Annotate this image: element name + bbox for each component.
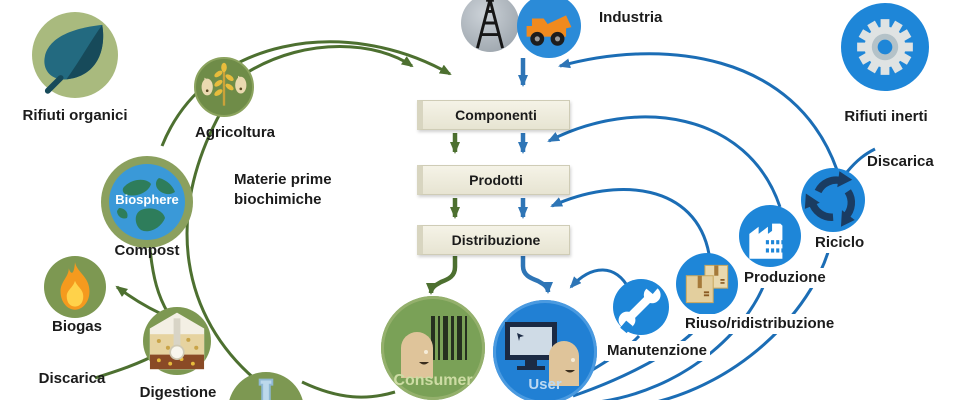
biosphere-node-label: Biosphere: [115, 192, 179, 207]
flask-icon: [258, 378, 274, 400]
distribuzione-box-label: Distribuzione: [451, 232, 541, 248]
industry-label: Industria: [599, 9, 663, 26]
derrick-node: [461, 0, 519, 52]
green-flow-arrows: [426, 133, 460, 295]
earth-icon: [109, 164, 185, 240]
blue-flow-arrows: [518, 58, 553, 294]
inert-waste-label: Rifiuti inerti: [844, 108, 928, 125]
prodotti-box-label: Prodotti: [469, 172, 523, 188]
landfill-right-label: Discarica: [867, 153, 934, 170]
biochemical-feedstock-line1: Materie prime: [234, 171, 332, 188]
biogas-node: [44, 256, 106, 318]
prodotti-box: Prodotti: [417, 165, 570, 195]
factory-icon: [749, 223, 785, 259]
user-node: User: [493, 300, 597, 400]
biochemical-feedstock-line2: biochimiche: [234, 191, 322, 208]
componenti-box-label: Componenti: [455, 107, 537, 123]
recycle-icon: [804, 171, 855, 227]
boxes-icon: [685, 264, 729, 304]
inert-waste-node: [841, 3, 929, 91]
maintenance-node: [613, 279, 669, 335]
production-label: Produzione: [741, 268, 829, 288]
consumer-icon: [401, 316, 467, 378]
compost-label: Compost: [114, 242, 180, 259]
organic-waste-label: Rifiuti organici: [22, 107, 128, 124]
extraction-node: [228, 372, 304, 400]
distribuzione-box: Distribuzione: [417, 225, 570, 255]
derrick-icon: [476, 0, 504, 49]
biosphere-node: Biosphere: [101, 156, 193, 248]
user-node-label: User: [528, 376, 562, 393]
maintenance-label: Manutenzione: [604, 341, 710, 361]
wrench-icon: [618, 281, 661, 334]
agriculture-icon: [201, 62, 247, 106]
digestion-node: [143, 307, 211, 375]
gear-icon: [857, 19, 913, 75]
leaf-icon: [44, 24, 104, 94]
reuse-label: Riuso/ridistribuzione: [682, 314, 838, 334]
biochemical-feedstock-label: Materie prime biochimiche: [234, 170, 332, 210]
consumer-node-label: Consumer: [393, 372, 473, 389]
truck-node: [517, 0, 581, 58]
user-icon: [505, 322, 579, 386]
reuse-node: [676, 253, 738, 315]
consumer-node: Consumer: [381, 296, 485, 400]
agriculture-label: Agricoltura: [195, 124, 276, 141]
recycle-label: Riciclo: [812, 233, 868, 253]
componenti-box: Componenti: [417, 100, 570, 130]
truck-icon: [526, 15, 572, 46]
recycle-node: [801, 168, 865, 232]
organic-waste-node: [32, 12, 118, 98]
production-node: [739, 205, 801, 267]
digestion-label: Digestione: [139, 384, 217, 400]
agriculture-node: [194, 57, 254, 117]
digestion-icon: [149, 312, 205, 370]
biogas-flame-icon: [60, 262, 90, 310]
biogas-label: Biogas: [51, 318, 102, 335]
landfill-left-label: Discarica: [38, 370, 106, 387]
